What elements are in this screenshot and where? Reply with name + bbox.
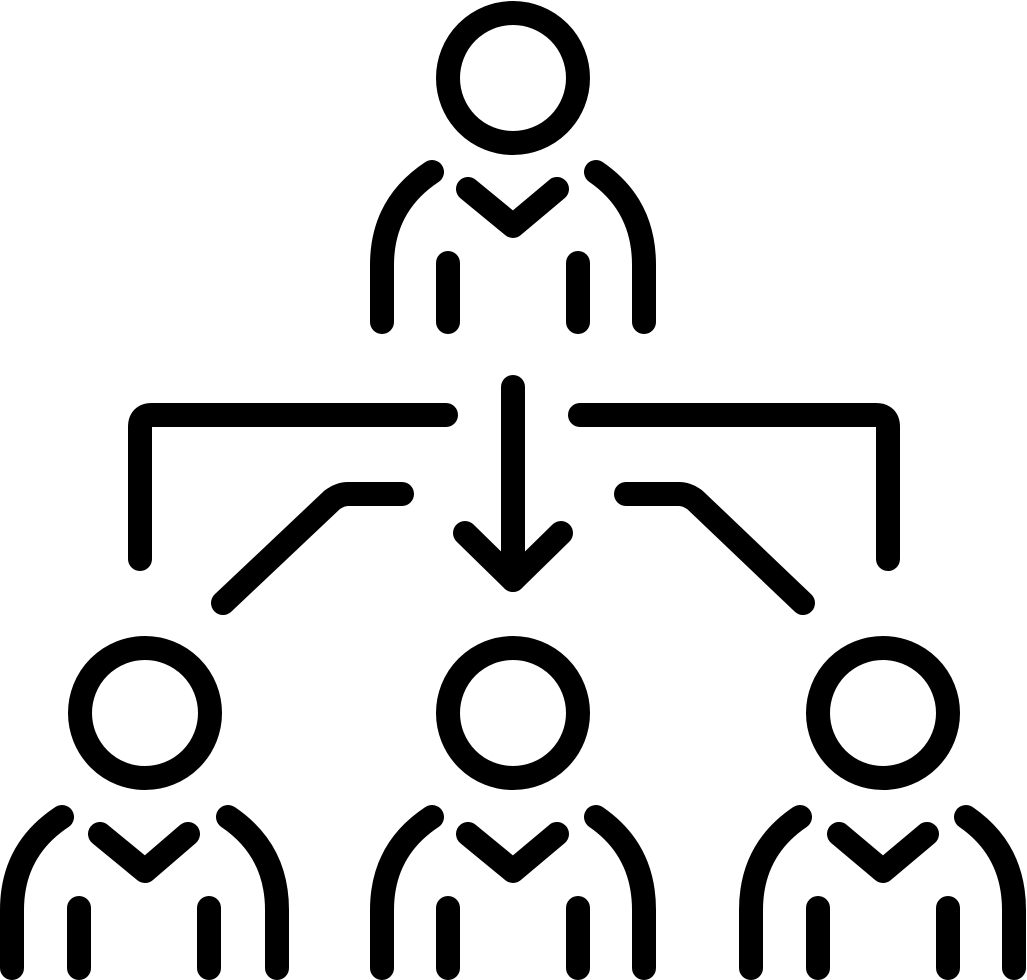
bottom-center-person-collar — [456, 822, 569, 883]
hierarchy-connectors — [128, 375, 900, 615]
top-person-collar — [456, 177, 569, 238]
bottom-center-person-icon — [370, 636, 656, 980]
bottom-right-person-left-shoulder — [739, 805, 812, 980]
bottom-right-person-collar — [827, 822, 939, 883]
top-person-icon — [370, 1, 656, 334]
left-diagonal-connector — [211, 482, 414, 615]
bottom-center-person-head — [436, 636, 590, 790]
bottom-left-person-left-shoulder — [0, 805, 74, 980]
bottom-left-person-right-shoulder — [216, 805, 289, 980]
bottom-left-person-head — [68, 636, 222, 790]
bottom-right-person-icon — [739, 636, 1026, 980]
bottom-right-person-head — [806, 636, 960, 790]
top-person-head — [436, 1, 590, 155]
down-arrow-icon — [453, 521, 573, 592]
right-outer-bracket — [568, 403, 900, 571]
bottom-center-person-right-shoulder — [584, 805, 656, 980]
right-diagonal-connector — [614, 482, 815, 615]
bottom-right-person-right-shoulder — [954, 805, 1026, 980]
bottom-left-person-icon — [0, 636, 289, 980]
left-outer-bracket — [128, 403, 458, 571]
bottom-left-person-collar — [88, 822, 200, 883]
top-person-left-shoulder — [370, 160, 444, 334]
top-person-right-shoulder — [584, 160, 656, 334]
bottom-center-person-left-shoulder — [370, 805, 444, 980]
